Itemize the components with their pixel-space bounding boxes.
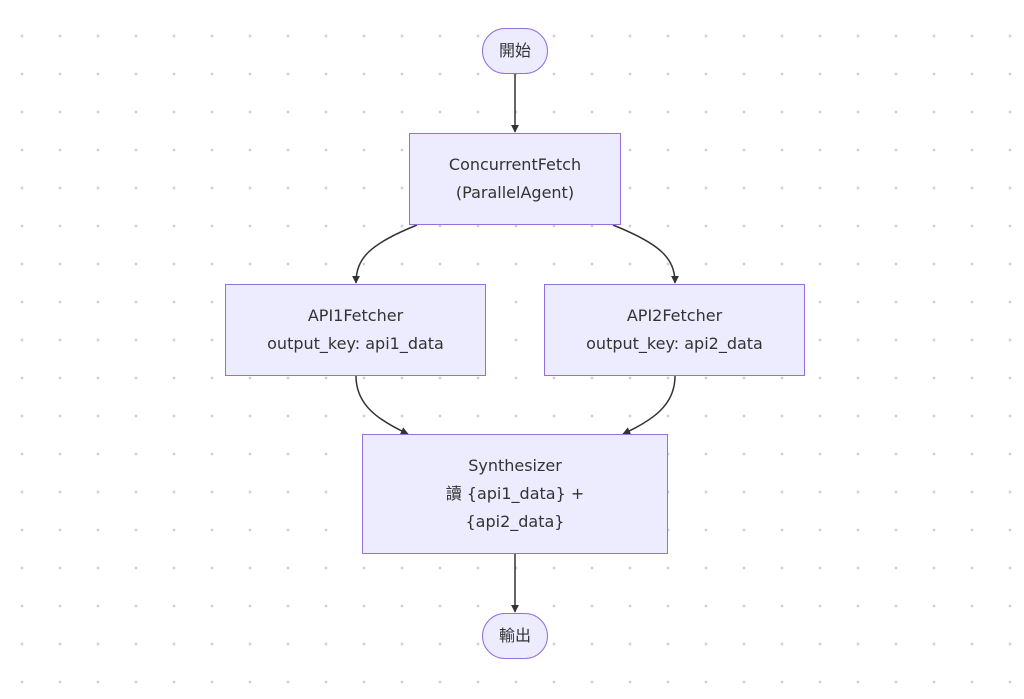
synthesizer-node-input-line2: {api2_data} <box>465 512 565 531</box>
api2fetcher-node: API2Fetcher output_key: api2_data <box>544 284 805 376</box>
api1fetcher-node: API1Fetcher output_key: api1_data <box>225 284 486 376</box>
edge-api2fetcher-to-synthesizer <box>622 375 676 435</box>
concurrentfetch-node: ConcurrentFetch (ParallelAgent) <box>409 133 621 225</box>
synthesizer-node-input-line1: 讀 {api1_data} + <box>445 484 585 503</box>
edge-concurrentfetch-to-api1fetcher <box>352 224 418 284</box>
edge-api1fetcher-to-synthesizer <box>355 375 409 435</box>
api2fetcher-node-title: API2Fetcher <box>626 306 723 325</box>
synthesizer-node: Synthesizer 讀 {api1_data} + {api2_data} <box>362 434 668 554</box>
end-node-label: 輸出 <box>498 626 531 645</box>
api1fetcher-node-title: API1Fetcher <box>307 306 404 325</box>
edge-concurrentfetch-to-api2fetcher <box>612 224 679 284</box>
api1fetcher-node-output-key: output_key: api1_data <box>267 334 444 353</box>
start-node: 開始 <box>482 28 548 74</box>
concurrentfetch-node-subtitle: (ParallelAgent) <box>455 183 575 202</box>
concurrentfetch-node-title: ConcurrentFetch <box>448 155 582 174</box>
start-node-label: 開始 <box>498 41 531 60</box>
api2fetcher-node-output-key: output_key: api2_data <box>586 334 763 353</box>
synthesizer-node-title: Synthesizer <box>468 456 562 475</box>
end-node: 輸出 <box>482 613 548 659</box>
